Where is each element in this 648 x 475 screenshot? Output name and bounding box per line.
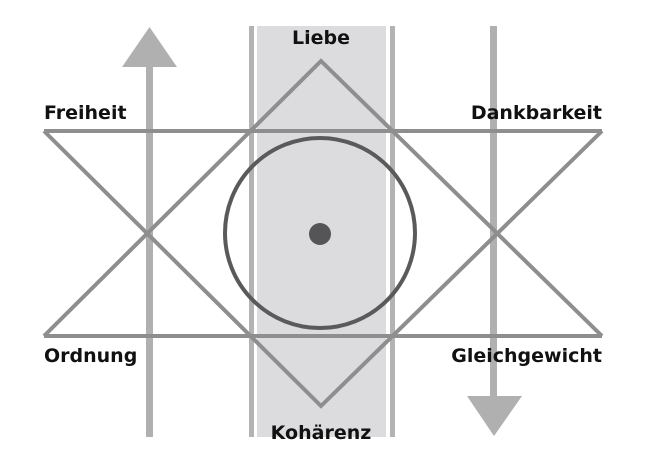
label-top-right: Dankbarkeit: [471, 102, 602, 124]
center-dot: [309, 223, 331, 245]
up-triangle-sides: [42, 58, 604, 338]
down-triangle-sides: [42, 129, 604, 409]
center-circle: [223, 136, 417, 330]
label-top: Liebe: [292, 27, 350, 49]
band-left-stripe: [249, 26, 254, 437]
label-bottom: Kohärenz: [271, 422, 372, 444]
label-bottom-right: Gleichgewicht: [451, 345, 602, 367]
label-top-left: Freiheit: [44, 102, 127, 124]
arrow-up-icon: [122, 27, 177, 437]
label-bottom-left: Ordnung: [44, 345, 137, 367]
arrow-down-icon: [467, 26, 522, 436]
star-lines: [42, 58, 604, 409]
band-right-stripe: [390, 26, 395, 437]
